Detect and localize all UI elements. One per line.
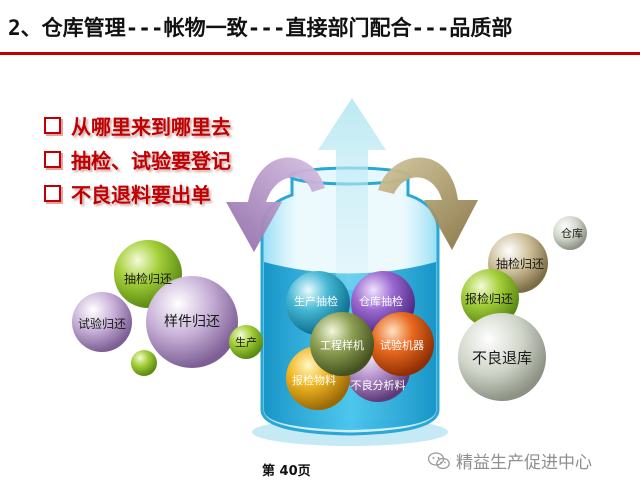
jar-ball-orange xyxy=(370,312,434,376)
bubble-label: 生产 xyxy=(235,335,257,349)
arrow-up-icon xyxy=(318,98,386,290)
curved-arrow-left-icon xyxy=(226,157,325,252)
bubble-lilac-small xyxy=(72,292,132,352)
wechat-icon xyxy=(428,451,450,469)
bullet-text: 抽检、试验要登记 xyxy=(71,148,231,173)
jar-ball-label: 生产抽检 xyxy=(294,294,338,308)
jar-ball-label: 报检物料 xyxy=(292,373,336,387)
bullet-item: 抽检、试验要登记 xyxy=(44,142,231,176)
bubble-green-right xyxy=(461,269,519,327)
bubble-label: 仓库 xyxy=(561,226,583,240)
curved-arrow-right-icon xyxy=(378,157,478,250)
checkbox-icon xyxy=(44,116,61,134)
bubble-label: 抽检归还 xyxy=(496,256,544,271)
left-bubble-group xyxy=(72,240,263,376)
bubble-gray xyxy=(553,216,587,250)
bubble-gray-large xyxy=(458,313,546,401)
bubble-label: 抽检归还 xyxy=(124,271,172,286)
checkbox-icon xyxy=(44,184,61,202)
bullet-text: 从哪里来到哪里去 xyxy=(71,114,231,139)
bubble-lilac-large xyxy=(146,276,238,368)
jar-ball-label: 仓库抽检 xyxy=(359,294,403,308)
right-bubble-group xyxy=(458,216,587,401)
bubble-label: 样件归还 xyxy=(164,313,220,330)
bullet-item: 不良退料要出单 xyxy=(44,176,231,210)
page-title: 2、仓库管理---帐物一致---直接部门配合---品质部 xyxy=(8,16,513,40)
title-divider xyxy=(0,52,640,55)
bullet-item: 从哪里来到哪里去 xyxy=(44,108,231,142)
bubble-green-small xyxy=(229,325,263,359)
jar-ball-group xyxy=(286,271,434,410)
page-number: 第 40页 xyxy=(262,464,311,479)
jar-ball-label: 试验机器 xyxy=(380,338,424,352)
bullet-list: 从哪里来到哪里去 抽检、试验要登记 不良退料要出单 xyxy=(44,108,231,210)
jar-ball-label: 不良分析料 xyxy=(351,378,406,392)
checkbox-icon xyxy=(44,150,61,168)
watermark-text: 精益生产促进中心 xyxy=(456,453,592,473)
bubble-label: 不良退库 xyxy=(472,349,532,367)
jar-ball-olive xyxy=(310,312,374,376)
bullet-text: 不良退料要出单 xyxy=(71,182,211,207)
watermark: 精益生产促进中心 xyxy=(428,448,592,473)
bubble-label: 报检归还 xyxy=(465,291,513,306)
bubble-green-dot xyxy=(131,350,157,376)
bubble-label: 试验归还 xyxy=(78,316,126,331)
jar-ball-label: 工程样机 xyxy=(320,338,364,352)
